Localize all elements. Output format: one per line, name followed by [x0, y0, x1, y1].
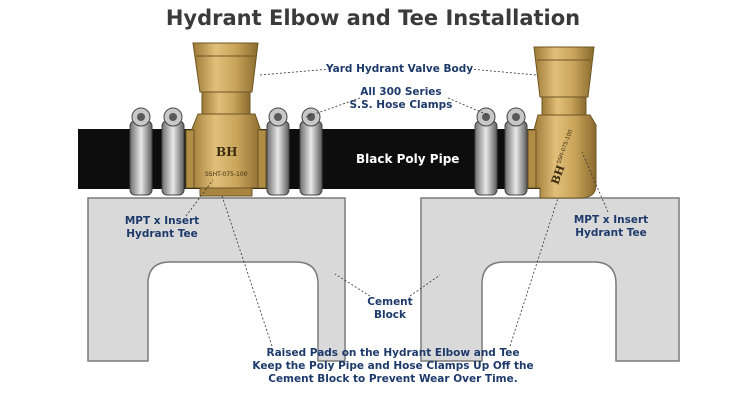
label-cement-line1: Cement: [367, 296, 413, 308]
label-pads-line3: Cement Block to Prevent Wear Over Time.: [268, 373, 518, 385]
label-hose-clamps-line2: S.S. Hose Clamps: [349, 99, 453, 111]
tee-logo: BH: [216, 145, 237, 159]
hydrant-elbow-right: BH SSH-075-100: [527, 46, 597, 199]
label-cement-line2: Block: [373, 309, 407, 321]
hose-clamp-5: [474, 107, 498, 196]
label-tee-right: MPT x Insert Hydrant Tee: [561, 214, 661, 240]
label-valve-body: Yard Hydrant Valve Body: [326, 63, 474, 75]
hose-clamp-4: [299, 107, 323, 196]
label-tee-left-line1: MPT x Insert: [124, 215, 200, 227]
elbow-logo: BH: [549, 163, 568, 186]
label-cement-block: Cement Block: [360, 296, 420, 322]
hydrant-tee-left: BH SSHT-075-100: [185, 42, 267, 197]
tee-stamp: SSHT-075-100: [205, 171, 248, 178]
label-hose-clamps-line1: All 300 Series: [360, 86, 442, 98]
hose-clamp-3: [266, 107, 290, 196]
hose-clamp-6: [504, 107, 528, 196]
diagram-title: Hydrant Elbow and Tee Installation: [165, 6, 581, 30]
cement-block-right: [420, 197, 680, 362]
hose-clamp-2: [161, 107, 185, 196]
label-tee-right-line1: MPT x Insert: [573, 214, 649, 226]
label-raised-pads: Raised Pads on the Hydrant Elbow and Tee…: [243, 347, 543, 386]
leader-lines: [185, 68, 609, 347]
label-pads-line1: Raised Pads on the Hydrant Elbow and Tee: [266, 347, 520, 359]
label-pads-line2: Keep the Poly Pipe and Hose Clamps Up Of…: [252, 360, 534, 372]
hose-clamp-1: [129, 107, 153, 196]
label-pipe: Black Poly Pipe: [356, 152, 460, 166]
label-hose-clamps: All 300 Series S.S. Hose Clamps: [346, 86, 456, 112]
cement-block-left: [87, 197, 346, 362]
label-tee-right-line2: Hydrant Tee: [575, 227, 647, 239]
label-tee-left: MPT x Insert Hydrant Tee: [112, 215, 212, 241]
label-tee-left-line2: Hydrant Tee: [126, 228, 198, 240]
